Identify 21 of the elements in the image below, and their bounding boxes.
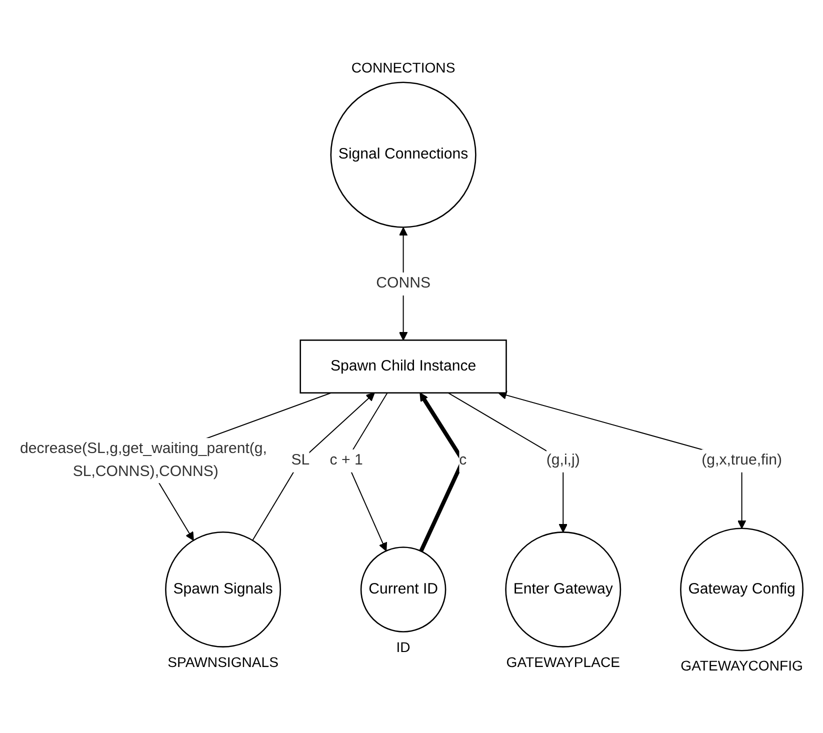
place-name: GATEWAYCONFIG	[680, 658, 803, 674]
arrow	[498, 390, 746, 529]
edge-label: c + 1	[330, 451, 363, 468]
place-name: SPAWNSIGNALS	[168, 654, 278, 670]
node-circle: Enter Gateway	[505, 532, 622, 648]
node-circle: Signal Connections	[330, 82, 476, 228]
place-name: GATEWAYPLACE	[506, 654, 620, 670]
node-box: Spawn Child Instance	[300, 340, 507, 394]
edge-label: c	[459, 451, 467, 468]
edge-label: decrease(SL,g,get_waiting_parent(g, SL,CONNS),CONNS)	[20, 440, 267, 480]
edge-label: SL	[291, 451, 310, 468]
place-name: ID	[396, 638, 410, 655]
node-circle: Gateway Config	[680, 528, 804, 652]
edge-label: CONNS	[376, 274, 430, 292]
arrow	[448, 392, 568, 533]
node-circle: Current ID	[360, 546, 446, 632]
edge-label: (g,x,true,fin)	[702, 451, 782, 468]
arrow	[252, 392, 375, 541]
node-circle: Spawn Signals	[165, 532, 282, 648]
edge-label: (g,i,j)	[546, 451, 580, 468]
place-name: CONNECTIONS	[351, 59, 456, 76]
